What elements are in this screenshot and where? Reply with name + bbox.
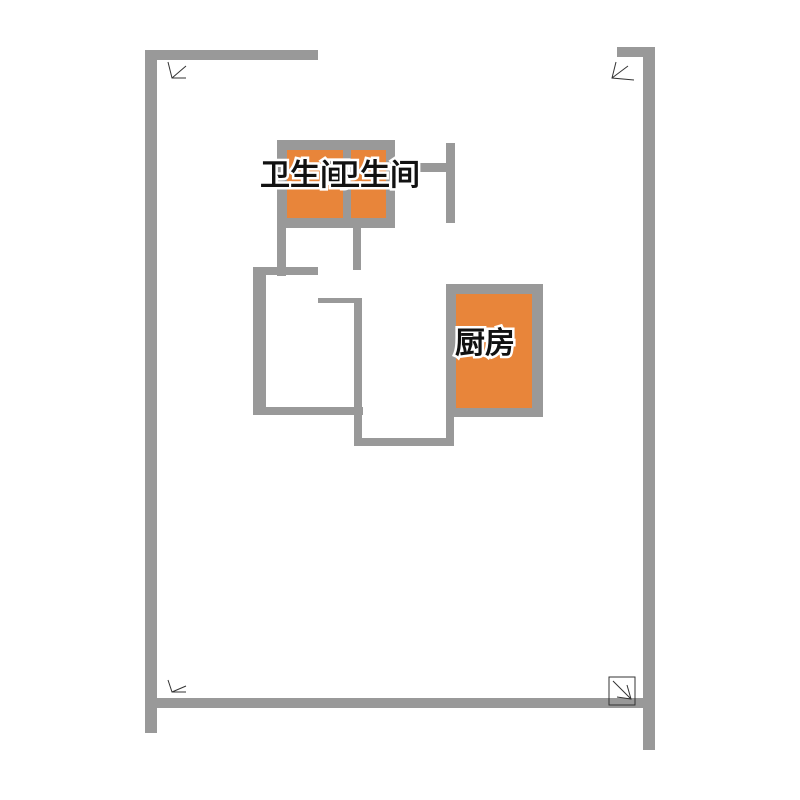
corridor-bottom-wall — [253, 407, 363, 415]
corridor-left-wall — [253, 267, 266, 415]
corner-marker-top-right-icon — [611, 61, 635, 81]
corner-marker-top-left-icon — [167, 61, 187, 79]
outer-walls — [145, 47, 655, 750]
bathroom-1-label: 卫生间 — [260, 158, 350, 193]
inner-partition-top — [318, 298, 362, 303]
inner-partition-vertical — [354, 298, 362, 446]
kitchen-link-vertical — [446, 410, 454, 446]
bathroom-2-floor — [351, 150, 386, 218]
wall-bottom — [145, 698, 655, 708]
wall-left — [145, 50, 157, 733]
bathroom-lower-left-wall — [277, 226, 286, 276]
bathroom-right-stub-horizontal — [415, 163, 455, 172]
corner-marker-bottom-left-icon — [167, 679, 187, 693]
corridor-walls — [253, 267, 454, 446]
wall-right — [643, 47, 655, 750]
bathroom-lower-mid-wall — [353, 226, 361, 270]
bathroom-block — [277, 140, 455, 276]
bathroom-2-label: 卫生间 — [330, 158, 420, 193]
wall-top-right — [617, 47, 655, 57]
bathroom-right-stub-vertical — [446, 143, 455, 223]
kitchen-label: 厨房 — [455, 326, 515, 361]
kitchen-floor — [456, 294, 532, 408]
bathroom-1-floor — [287, 150, 343, 218]
lower-link-wall — [354, 438, 454, 446]
corner-marker-bottom-right-icon — [608, 676, 636, 706]
wall-top-left — [145, 50, 318, 60]
corridor-top-wall — [253, 267, 318, 275]
kitchen-block — [446, 284, 543, 417]
